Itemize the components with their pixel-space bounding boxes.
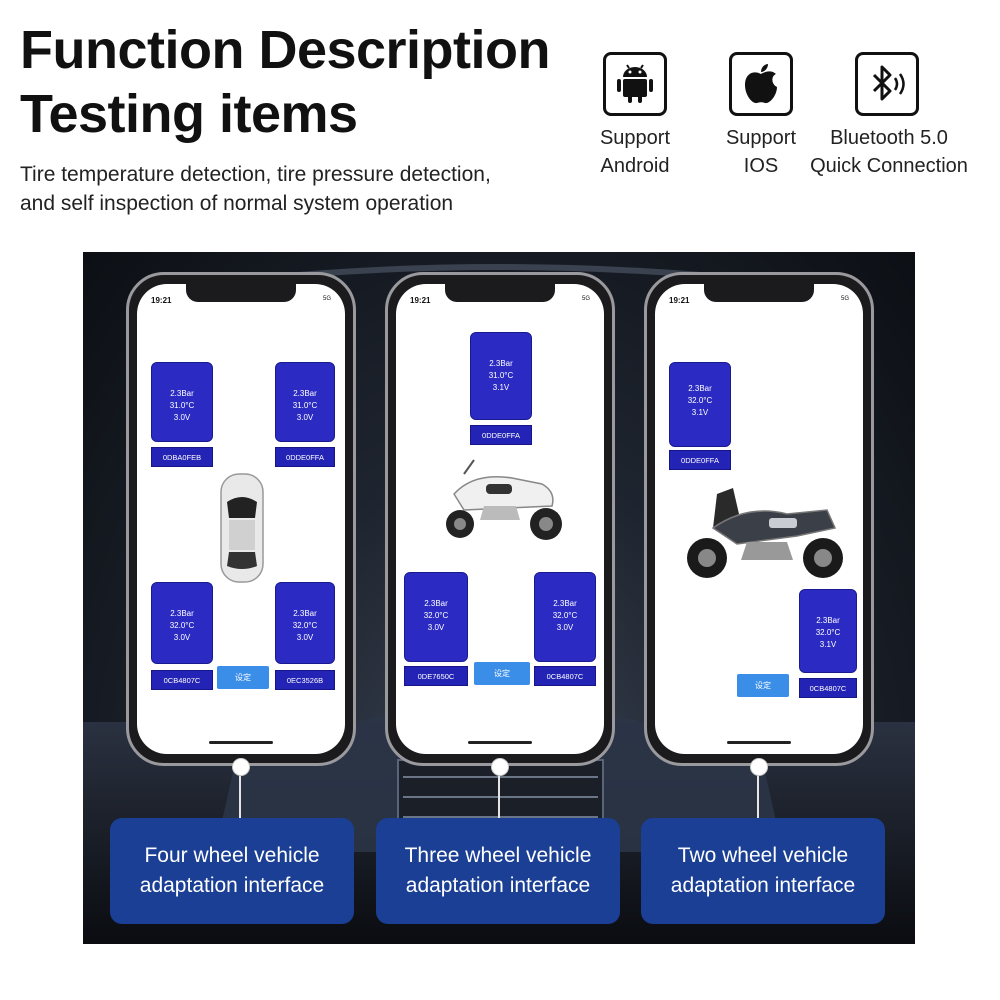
home-indicator [209,741,273,744]
connector-dot [232,758,250,776]
home-indicator [727,741,791,744]
connector-dot [491,758,509,776]
home-indicator [468,741,532,744]
phone-notch [186,284,296,302]
phone-notch [445,284,555,302]
status-signal: 5G [322,296,331,302]
trike-image [446,459,562,540]
status-time: 19:21 [151,296,172,305]
sensor-id-rear: 0CB4807C [799,678,857,698]
sensor-id-rear-left: 0CB4807C [151,670,213,690]
connector-line [239,776,241,818]
phone-notch [704,284,814,302]
settings-button[interactable]: 设定 [217,666,269,689]
status-signal: 5G [581,296,590,302]
sensor-id-front-right: 0DDE0FFA [275,447,335,467]
status-time: 19:21 [669,296,690,305]
motorcycle-image [687,488,843,578]
sensor-id-rear-right: 0EC3526B [275,670,335,690]
apple-badge [729,52,793,116]
connector-line [498,776,500,818]
sensor-id-front-left: 0DBA0FEB [151,447,213,467]
sensor-id-front: 0DDE0FFA [470,425,532,445]
sensor-id-front: 0DDE0FFA [669,450,731,470]
bluetooth-icon [872,65,905,101]
description-line1: Tire temperature detection, tire pressur… [20,163,491,186]
settings-button[interactable]: 设定 [737,674,789,697]
page-title-line2: Testing items [20,84,358,144]
sensor-id-rear-left: 0DE7650C [404,666,468,686]
page-title-line1: Function Description [20,20,551,80]
android-badge [603,52,667,116]
apple-icon [745,64,777,104]
bluetooth-badge [855,52,919,116]
sensor-id-rear-right: 0CB4807C [534,666,596,686]
connector-line [757,776,759,818]
status-time: 19:21 [410,296,431,305]
android-icon [617,64,653,103]
connector-dot [750,758,768,776]
car-top-view-image [220,473,264,583]
status-signal: 5G [840,296,849,302]
settings-button[interactable]: 设定 [474,662,530,685]
description-line2: and self inspection of normal system ope… [20,192,454,215]
